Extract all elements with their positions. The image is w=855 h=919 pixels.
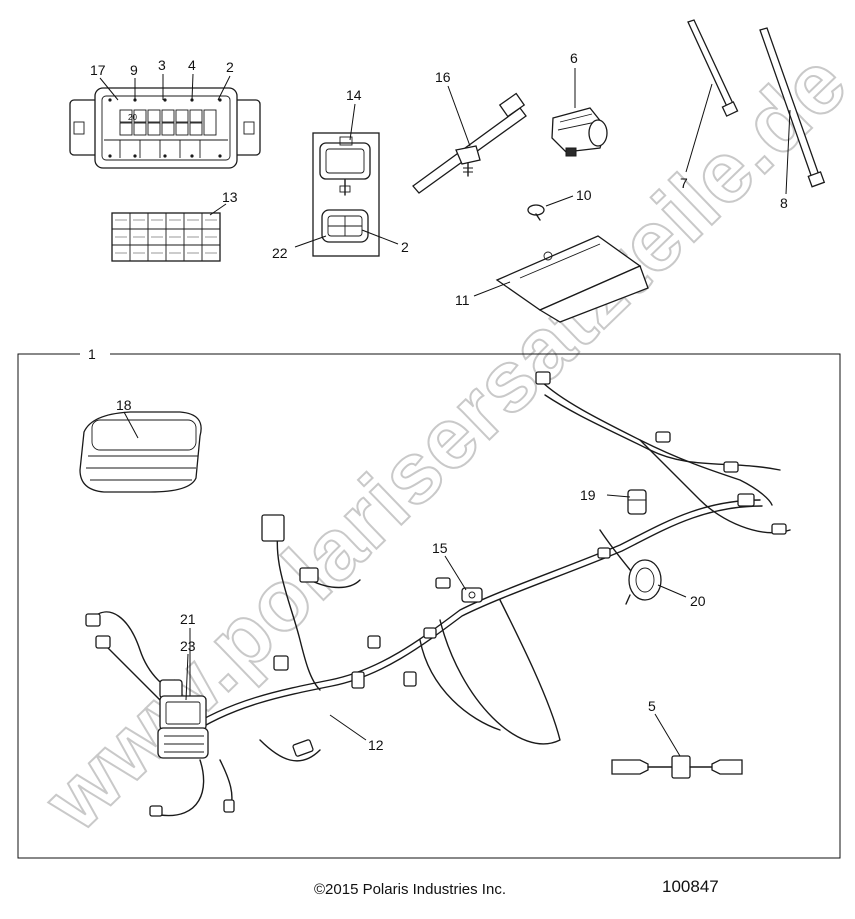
- callout-7: 7: [680, 175, 688, 191]
- leader-2-relay: [361, 229, 399, 245]
- leader-20: [657, 584, 687, 598]
- leader-23: [185, 653, 189, 701]
- callout-23: 23: [180, 638, 196, 654]
- fuse-box[interactable]: 20: [69, 87, 261, 169]
- callout-5: 5: [648, 698, 656, 714]
- callout-16: 16: [435, 69, 451, 85]
- leader-19: [606, 494, 631, 498]
- fuse-box-leaders: [99, 73, 231, 101]
- callout-8: 8: [780, 195, 788, 211]
- callout-6: 6: [570, 50, 578, 66]
- relay-panel[interactable]: [312, 132, 380, 257]
- harness-fuse-box[interactable]: [157, 695, 209, 759]
- cable-tie-8[interactable]: [759, 27, 826, 188]
- harness-assembly-frame: [17, 353, 841, 859]
- callout-17: 17: [90, 62, 106, 78]
- callout-11: 11: [455, 292, 470, 308]
- callout-18: 18: [116, 397, 132, 413]
- push-rivet[interactable]: [527, 204, 545, 221]
- leader-10: [545, 195, 574, 207]
- fuse-box-cover[interactable]: [79, 411, 202, 493]
- callout-1: 1: [88, 346, 96, 362]
- callout-13: 13: [222, 189, 238, 205]
- bracket[interactable]: [495, 235, 649, 323]
- copyright: ©2015 Polaris Industries Inc.: [314, 881, 506, 898]
- buzzer-20[interactable]: [625, 559, 662, 605]
- callout-9: 9: [130, 62, 138, 78]
- leader-14: [349, 103, 356, 141]
- leader-7: [685, 83, 713, 173]
- callout-4: 4: [188, 57, 196, 73]
- fuse-box-label: 20: [128, 113, 137, 122]
- jumper-connector-5[interactable]: [611, 755, 743, 779]
- cable-tie-7[interactable]: [687, 19, 739, 117]
- callout-12: 12: [368, 737, 384, 753]
- main-wiring-harness[interactable]: [85, 371, 791, 817]
- cable-tie-mount[interactable]: [412, 92, 527, 194]
- callout-14: 14: [346, 87, 362, 103]
- leader-16: [447, 85, 471, 147]
- leader-5: [654, 713, 681, 757]
- callout-2-relay: 2: [401, 239, 409, 255]
- connector-6[interactable]: [551, 107, 608, 157]
- label-decal[interactable]: [111, 212, 221, 262]
- document-number: 100847: [662, 877, 719, 896]
- leader-15: [444, 555, 467, 591]
- leader-18: [123, 411, 139, 439]
- callout-15: 15: [432, 540, 448, 556]
- callout-20: 20: [690, 593, 706, 609]
- callout-2-fuse-box: 2: [226, 59, 234, 75]
- callout-21: 21: [180, 611, 196, 627]
- relay-19[interactable]: [627, 489, 647, 515]
- leader-8: [785, 109, 791, 195]
- leader-22: [294, 235, 327, 248]
- callout-3: 3: [158, 57, 166, 73]
- harness-clip-15[interactable]: [461, 587, 483, 603]
- leader-12: [329, 714, 367, 741]
- callout-22: 22: [272, 245, 288, 261]
- callout-10: 10: [576, 187, 592, 203]
- leader-11: [473, 281, 511, 297]
- callout-19: 19: [580, 487, 596, 503]
- leader-13: [209, 203, 227, 216]
